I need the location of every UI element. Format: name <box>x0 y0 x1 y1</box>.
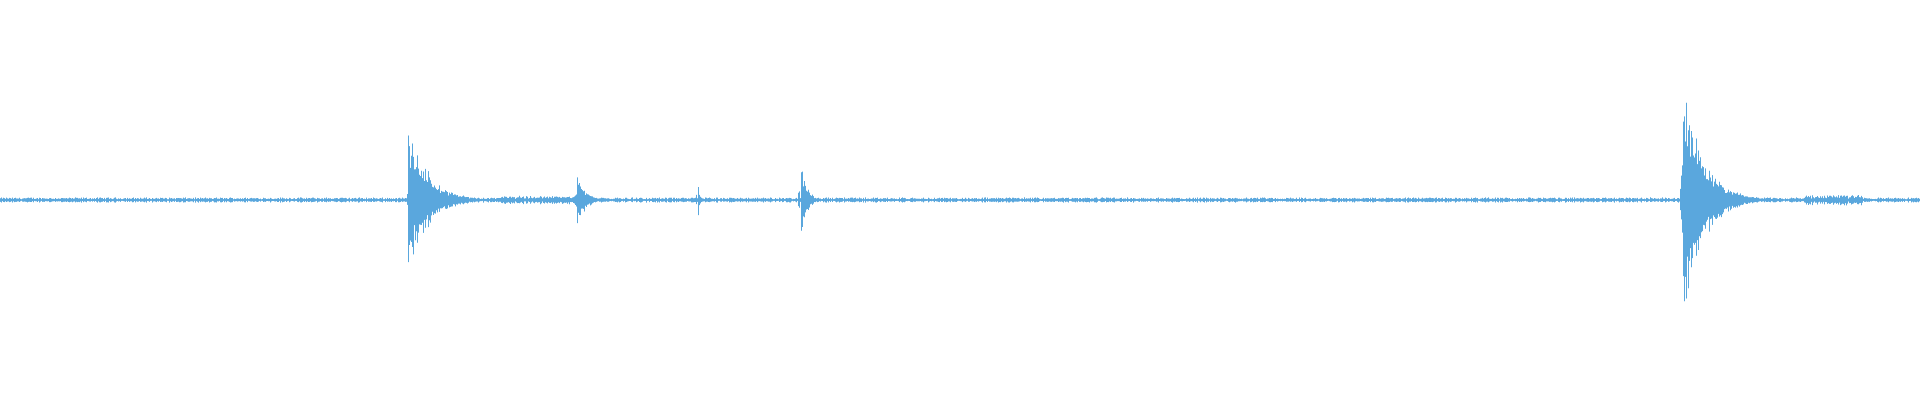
waveform-signal <box>0 102 1920 302</box>
